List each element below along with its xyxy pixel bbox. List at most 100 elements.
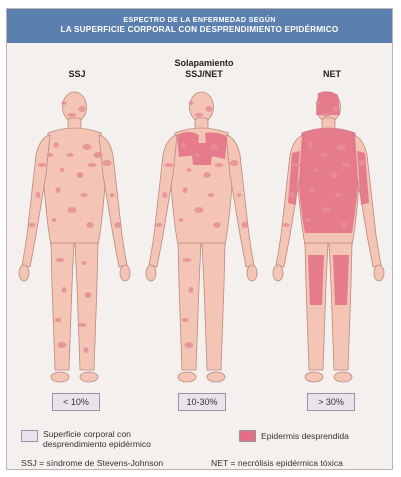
body-right-foot — [207, 372, 225, 382]
body-figure-overlap — [139, 85, 264, 391]
skin-lesion — [85, 292, 92, 298]
skin-lesion — [79, 106, 86, 112]
skin-lesion — [29, 223, 36, 227]
skin-lesion — [55, 318, 62, 322]
title-line-1: ESPECTRO DE LA ENFERMEDAD SEGÚN — [7, 15, 392, 24]
skin-lesion — [337, 144, 346, 150]
body-left-leg — [51, 243, 74, 370]
skin-lesion — [290, 192, 295, 198]
skin-lesion — [306, 218, 311, 222]
skin-lesion — [208, 193, 215, 197]
legend-swatch-surface — [21, 430, 38, 442]
skin-lesion — [333, 106, 340, 112]
skin-lesion — [292, 163, 301, 167]
skin-lesion — [206, 106, 213, 112]
skin-lesion — [194, 153, 201, 157]
skin-lesion — [195, 113, 204, 117]
skin-lesion — [185, 342, 194, 348]
skin-lesion — [115, 222, 122, 228]
body-right-hand — [247, 265, 257, 281]
skin-lesion — [182, 318, 189, 322]
skin-lesion — [341, 222, 348, 228]
skin-lesion — [88, 163, 97, 167]
body-figure-net — [266, 85, 391, 391]
skin-lesion — [47, 153, 54, 157]
column-label-ssj: SSJ — [47, 69, 107, 80]
skin-lesion — [67, 153, 74, 157]
skin-lesion — [94, 152, 103, 158]
footnote-ssj: SSJ = síndrome de Stevens-Johnson — [21, 458, 163, 468]
skin-lesion — [210, 144, 219, 150]
skin-lesion — [230, 160, 239, 166]
skin-lesion — [165, 163, 174, 167]
skin-lesion — [87, 222, 94, 228]
legend-surface-label: Superficie corporal con desprendimiento … — [43, 429, 151, 449]
body-left-foot — [51, 372, 69, 382]
skin-lesion — [181, 142, 186, 148]
body-right-leg — [202, 243, 225, 370]
skin-lesion — [163, 192, 168, 198]
skin-lesion — [189, 101, 194, 105]
body-right-hand — [374, 265, 384, 281]
skin-lesion — [62, 101, 67, 105]
percent-box-ssj: < 10% — [52, 393, 100, 411]
skin-lesion — [58, 342, 67, 348]
skin-lesion — [103, 160, 112, 166]
skin-lesion — [62, 287, 67, 293]
legend-swatch-detached — [239, 430, 256, 442]
skin-lesion — [189, 287, 194, 293]
skin-lesion — [183, 258, 192, 262]
footnote-net: NET = necrólisis epidérmica tóxica — [211, 458, 343, 468]
skin-lesion — [156, 223, 163, 227]
skin-lesion — [110, 193, 115, 197]
skin-lesion — [322, 207, 331, 213]
skin-lesion — [214, 222, 221, 228]
body-left-hand — [273, 265, 283, 281]
body-figure-ssj — [12, 85, 137, 391]
skin-lesion — [56, 187, 61, 193]
skin-lesion — [331, 172, 338, 178]
skin-lesion — [314, 168, 319, 172]
skin-lesion — [68, 113, 77, 117]
skin-lesion — [84, 347, 89, 353]
body-left-foot — [305, 372, 323, 382]
skin-lesion — [283, 223, 290, 227]
skin-lesion — [82, 261, 87, 265]
percent-box-overlap: 10-30% — [178, 393, 226, 411]
skin-lesion — [195, 207, 204, 213]
body-left-hand — [19, 265, 29, 281]
skin-lesion — [342, 163, 351, 167]
detached-epidermis-area — [308, 255, 324, 305]
skin-lesion — [242, 222, 249, 228]
skin-lesion — [78, 323, 87, 327]
column-label-net: NET — [302, 69, 362, 80]
skin-lesion — [68, 207, 77, 213]
skin-lesion — [215, 163, 224, 167]
skin-lesion — [179, 218, 184, 222]
skin-lesion — [187, 168, 192, 172]
skin-lesion — [38, 163, 47, 167]
skin-lesion — [60, 168, 65, 172]
body-torso — [44, 128, 105, 245]
skin-lesion — [77, 172, 84, 178]
body-left-hand — [146, 265, 156, 281]
skin-lesion — [310, 187, 315, 193]
skin-lesion — [54, 142, 59, 148]
percent-box-net: > 30% — [307, 393, 355, 411]
skin-lesion — [204, 172, 211, 178]
skin-lesion — [321, 153, 328, 157]
body-left-foot — [178, 372, 196, 382]
body-right-hand — [120, 265, 130, 281]
skin-lesion — [316, 101, 321, 105]
skin-lesion — [308, 142, 313, 148]
legend-detached-label: Epidermis desprendida — [261, 431, 349, 441]
skin-lesion — [335, 193, 342, 197]
detached-epidermis-area — [333, 255, 349, 305]
skin-lesion — [237, 193, 242, 197]
body-right-foot — [334, 372, 352, 382]
skin-lesion — [81, 193, 88, 197]
skin-lesion — [56, 258, 65, 262]
skin-lesion — [183, 187, 188, 193]
skin-lesion — [357, 160, 366, 166]
skin-lesion — [83, 144, 92, 150]
